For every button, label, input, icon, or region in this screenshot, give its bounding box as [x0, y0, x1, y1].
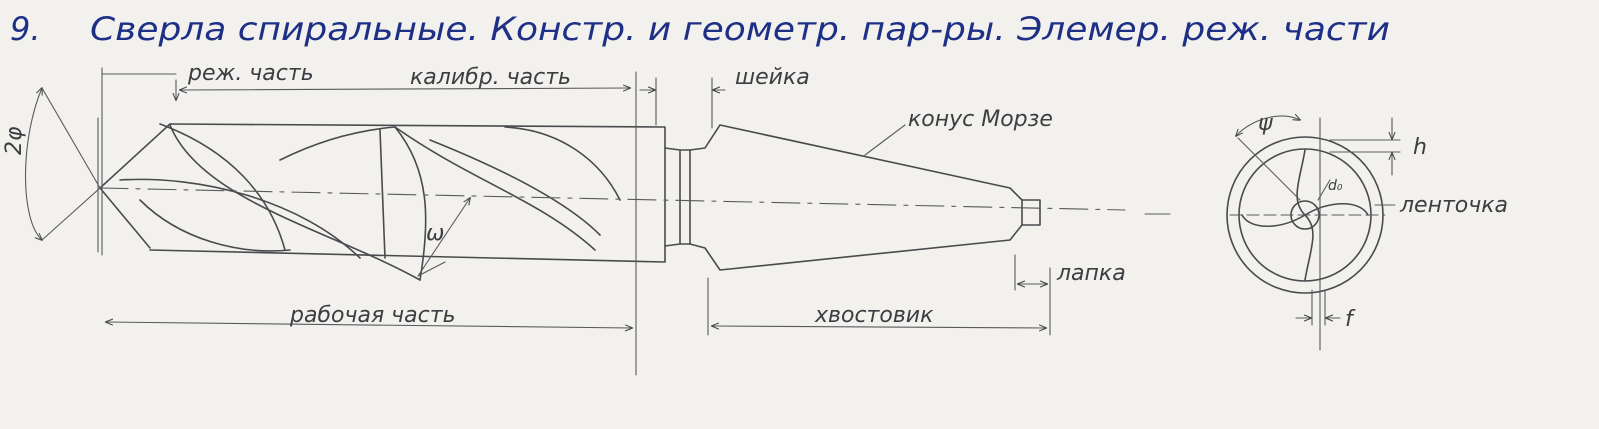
- drill-body: [99, 123, 1171, 281]
- label-land: ленточка: [1399, 193, 1508, 218]
- cross-section: [1226, 116, 1401, 351]
- label-f: f: [1345, 307, 1356, 332]
- label-morse-taper: конус Морзе: [908, 107, 1053, 132]
- page-title: Сверла спиральные. Констр. и геометр. па…: [90, 10, 1390, 48]
- title-number: 9.: [10, 10, 41, 48]
- label-point-angle: 2φ: [2, 126, 27, 155]
- label-cutting-part: реж. часть: [187, 61, 314, 86]
- label-tang: лапка: [1056, 261, 1126, 286]
- label-h: h: [1413, 135, 1427, 160]
- label-helix-angle: ω: [426, 221, 444, 246]
- dimension-lines: [25, 67, 1051, 376]
- label-calibrating-part: калибр. часть: [410, 65, 571, 90]
- label-neck: шейка: [735, 65, 810, 90]
- label-working-part: рабочая часть: [289, 303, 456, 328]
- label-psi: ψ: [1258, 111, 1273, 136]
- label-shank: хвостовик: [814, 303, 934, 328]
- drill-labels: реж. часть калибр. часть шейка конус Мор…: [2, 61, 1126, 328]
- cross-section-labels: ψ h d₀ ленточка f: [1258, 111, 1508, 332]
- label-d0: d₀: [1328, 178, 1343, 194]
